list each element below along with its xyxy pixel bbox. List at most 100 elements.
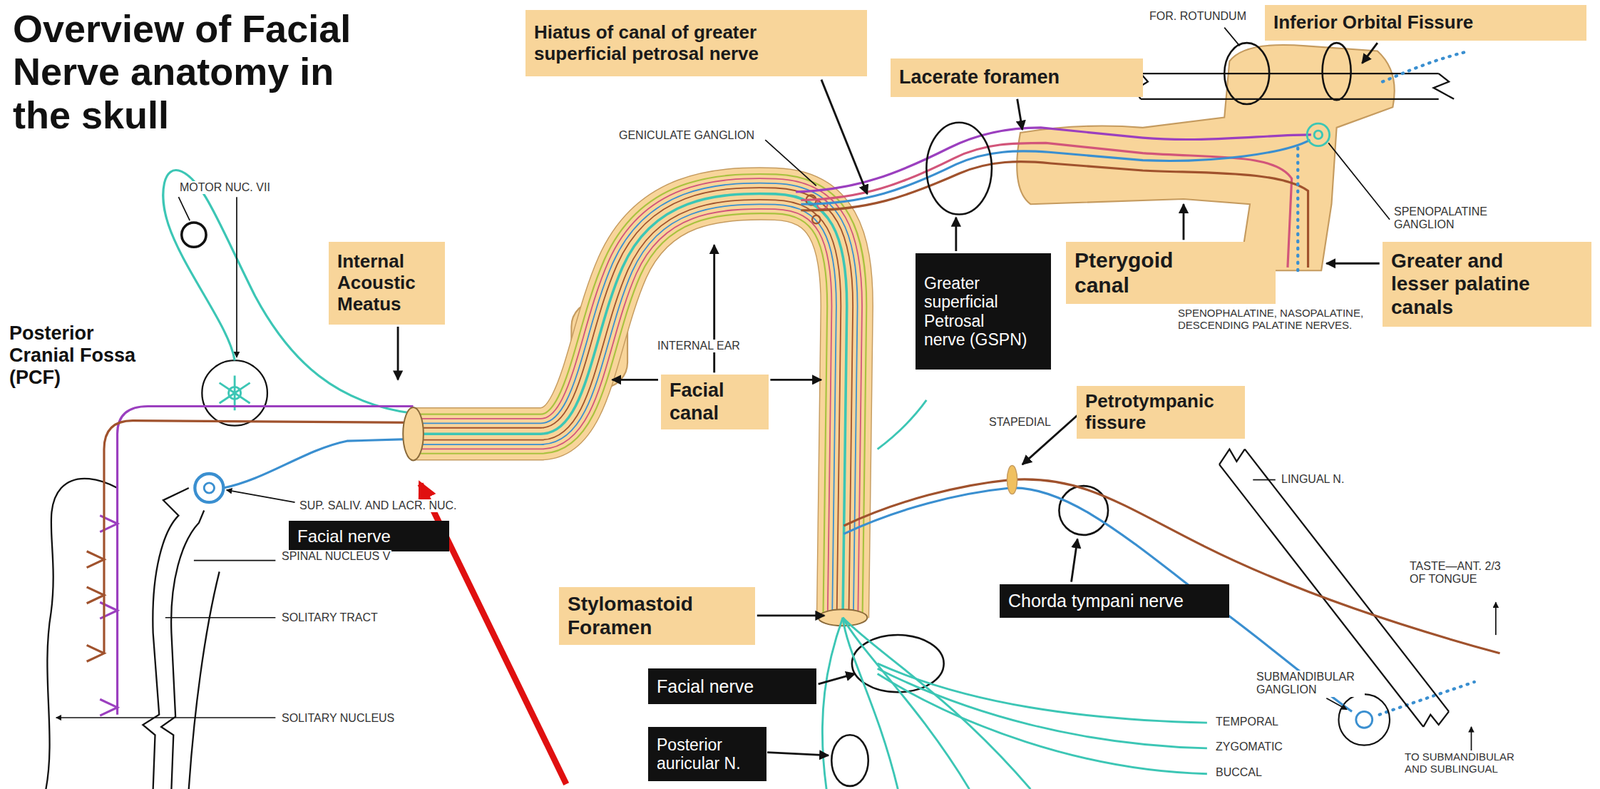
- ganglion-symbol-part: [1338, 693, 1390, 746]
- facial-branch-part: [842, 617, 969, 789]
- maxillary-nerve-part: [1140, 73, 1439, 100]
- brainstem-outline: [45, 478, 219, 789]
- chorda-tympani-fibre: [843, 465, 1500, 712]
- anatomy-label: STAPEDIAL: [987, 415, 1053, 429]
- leader-arrow-part: [757, 613, 825, 617]
- structure-label-box: Greater and lesser palatine canals: [1382, 241, 1592, 327]
- anatomy-label: TO SUBMANDIBULAR AND SUBLINGUAL: [1403, 750, 1528, 776]
- structure-label-box: Petrotympanic fissure: [1076, 385, 1245, 439]
- facial-branch-part: [877, 668, 1208, 748]
- leader-line-part: [1252, 479, 1275, 481]
- nucleus-symbol: [181, 222, 268, 502]
- leader-line-part: [226, 489, 296, 502]
- box-text: Hiatus of canal of greater superficial p…: [534, 22, 834, 65]
- leader-line-part: [1470, 726, 1473, 753]
- ganglion-symbol-part: [1356, 710, 1373, 728]
- anatomy-label: FOR. ROTUNDUM: [1147, 9, 1248, 23]
- anatomy-label: INTERNAL EAR: [655, 339, 742, 353]
- facial-canal-shape-part: [413, 193, 848, 617]
- brainstem-outline-part: [142, 487, 189, 789]
- leader-arrow: [397, 42, 1380, 756]
- region-label: Posterior Cranial Fossa (PCF): [7, 322, 154, 389]
- foramen-ring-part: [1322, 42, 1352, 100]
- box-text: Lacerate foramen: [899, 66, 1060, 89]
- structure-label-box: Hiatus of canal of greater superficial p…: [525, 9, 868, 77]
- leader-arrow-part: [612, 378, 659, 381]
- petrosal-nerve-fibre-part: [800, 139, 1310, 204]
- facial-canal-shape-part: [413, 193, 848, 617]
- structure-label-box: Facial canal: [660, 374, 769, 430]
- structure-label-box: Lacerate foramen: [890, 58, 1143, 97]
- brainstem-outline-part: [161, 510, 204, 789]
- facial-canal-shape-part: [413, 193, 848, 617]
- dotted-nerve-part: [1382, 51, 1470, 82]
- dotted-nerve-part: [1379, 681, 1475, 715]
- leader-arrow-part: [1071, 539, 1079, 582]
- anatomy-label: SOLITARY TRACT: [280, 611, 380, 624]
- leader-line-part: [193, 559, 276, 562]
- anatomy-label: ZYGOMATIC: [1214, 740, 1285, 753]
- nerve-label-box: Posterior auricular N.: [648, 726, 767, 781]
- leader-arrow-part: [767, 752, 829, 756]
- nerve-label-box: Facial nerve: [288, 520, 450, 552]
- leader-line-part: [1495, 601, 1497, 635]
- facial-canal-shape-part: [413, 193, 848, 617]
- facial-branch-part: [842, 617, 898, 789]
- facial-canal-shape-part: [413, 193, 848, 617]
- leader-arrow-part: [821, 79, 868, 194]
- dotted-nerve-part: [1296, 147, 1300, 271]
- facial-canal-shape-part: [413, 193, 848, 617]
- anatomy-label: BUCCAL: [1214, 765, 1264, 779]
- box-text: Facial nerve: [297, 526, 391, 547]
- anatomy-label: SUP. SALIV. AND LACR. NUC.: [298, 499, 459, 512]
- box-text: Pterygoid canal: [1074, 248, 1218, 298]
- anatomy-label: LINGUAL N.: [1279, 472, 1346, 486]
- structure-label-box: Pterygoid canal: [1065, 241, 1276, 304]
- lingual-nerve-part: [1423, 710, 1449, 726]
- leader-line-part: [236, 196, 238, 358]
- chorda-tympani-fibre-part: [1006, 465, 1017, 495]
- box-text: Greater superficial Petrosal nerve (GSPN…: [924, 273, 1029, 350]
- nerve-label-box: Facial nerve: [648, 668, 817, 704]
- leader-arrow-part: [954, 217, 957, 251]
- lingual-nerve: [1219, 449, 1449, 727]
- box-text: Internal Acoustic Meatus: [337, 250, 437, 316]
- nerve-fibre-part: [86, 551, 105, 662]
- diagram-title: Overview of Facial Nerve anatomy in the …: [12, 7, 391, 137]
- nerve-label-box: Greater superficial Petrosal nerve (GSPN…: [915, 253, 1051, 370]
- leader-arrow-part: [397, 326, 400, 380]
- nucleus-symbol-part: [201, 360, 268, 426]
- leader-line-part: [1328, 142, 1390, 219]
- leader-arrow-part: [713, 244, 716, 373]
- ganglion-symbol-part: [1314, 130, 1322, 139]
- facial-branch-part: [822, 617, 843, 789]
- anatomy-label: SPENOPALATINE GANGLION: [1392, 205, 1503, 232]
- foramen-ring-part: [926, 122, 992, 215]
- box-text: Petrotympanic fissure: [1085, 390, 1235, 434]
- dotted-nerve: [1297, 51, 1475, 715]
- leader-arrow-part: [818, 673, 856, 684]
- anatomy-label: TEMPORAL: [1214, 715, 1280, 728]
- leader-arrow-part: [770, 378, 822, 381]
- nucleus-symbol-part: [203, 482, 214, 493]
- leader-line-part: [178, 196, 190, 221]
- leader-line-part: [765, 139, 817, 186]
- anatomy-label: GENICULATE GANGLION: [617, 129, 756, 142]
- nucleus-symbol-part: [181, 222, 207, 247]
- facial-branch-part: [877, 400, 927, 450]
- facial-canal-shape-part: [413, 193, 848, 617]
- leader-line-part: [165, 616, 276, 619]
- nerve-fibre-part: [117, 406, 414, 715]
- anatomy-label: SOLITARY NUCLEUS: [280, 711, 396, 725]
- leader-arrow-part: [1017, 99, 1023, 130]
- leader-line-part: [1326, 698, 1347, 710]
- nerve-fibre-part: [223, 438, 413, 488]
- maxillary-nerve-part: [1433, 73, 1455, 100]
- ganglion-symbol-part: [1306, 123, 1330, 146]
- leader-line-part: [56, 716, 276, 719]
- box-text: Inferior Orbital Fissure: [1273, 12, 1474, 34]
- facial-branch-part: [877, 663, 1208, 723]
- anatomy-label: SPENOPHALATINE, NASOPALATINE, DESCENDING…: [1176, 306, 1383, 332]
- foramen-ring-part: [1224, 42, 1270, 105]
